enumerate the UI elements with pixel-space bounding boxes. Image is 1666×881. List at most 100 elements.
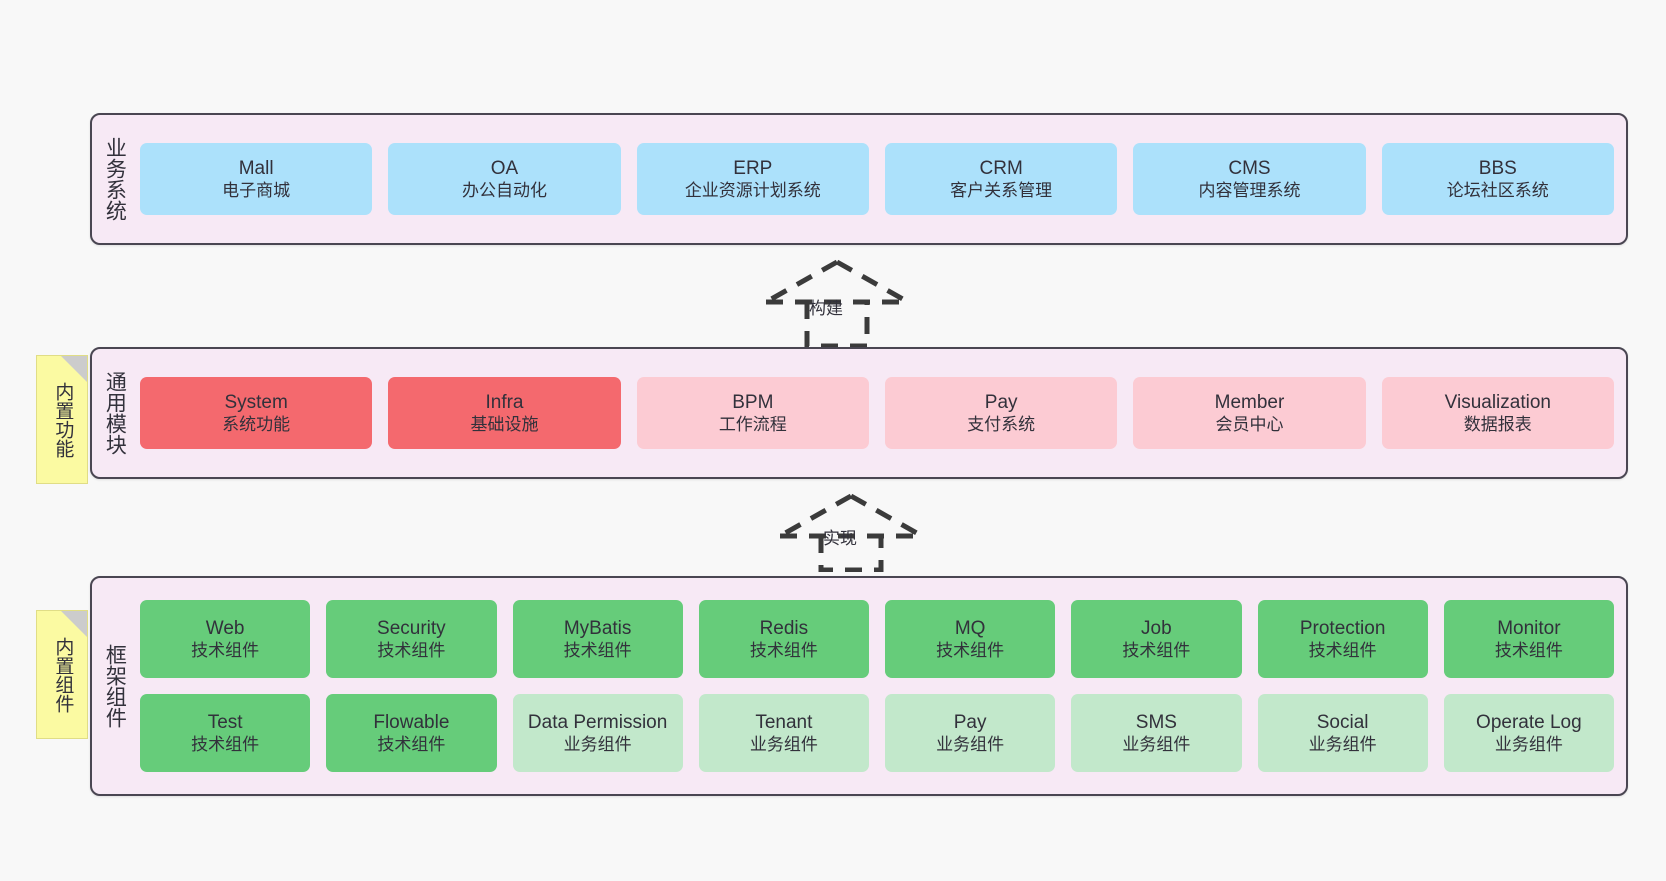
node-erp[interactable]: ERP 企业资源计划系统 (636, 143, 869, 215)
node-title-en: Security (377, 617, 446, 639)
node-title-cn: 业务组件 (749, 735, 818, 755)
node-title-cn: 技术组件 (377, 641, 446, 661)
note-text: 内置组件 (52, 636, 74, 713)
connector-build: 构建 (752, 256, 922, 349)
node-title-en: Redis (759, 617, 809, 639)
node-flowable[interactable]: Flowable 技术组件 (326, 694, 497, 772)
node-title-cn: 内容管理系统 (1198, 181, 1301, 201)
connector-label-build: 构建 (809, 299, 843, 318)
node-title-en: SMS (1135, 711, 1177, 733)
node-title-cn: 技术组件 (191, 641, 260, 661)
node-title-en: Mall (238, 157, 274, 179)
node-test[interactable]: Test 技术组件 (140, 694, 311, 772)
node-row: Web 技术组件 Security 技术组件 MyBatis 技术组件 Redi… (140, 600, 1614, 678)
node-title-cn: 技术组件 (1122, 641, 1191, 661)
node-title-cn: 技术组件 (1494, 641, 1563, 661)
node-social[interactable]: Social 业务组件 (1257, 694, 1428, 772)
layer-body-modules: System 系统功能 Infra 基础设施 BPM 工作流程 Pay 支付系统… (136, 349, 1626, 477)
node-web[interactable]: Web 技术组件 (140, 600, 311, 678)
node-title-cn: 业务组件 (1122, 735, 1191, 755)
node-bbs[interactable]: BBS 论坛社区系统 (1381, 143, 1614, 215)
node-title-en: OA (490, 157, 519, 179)
connector-implement: 实现 (766, 490, 936, 573)
node-title-en: Job (1141, 617, 1172, 639)
node-title-cn: 业务组件 (1494, 735, 1563, 755)
node-title-cn: 业务组件 (563, 735, 632, 755)
node-title-en: Social (1316, 711, 1369, 733)
node-row: Mall 电子商城 OA 办公自动化 ERP 企业资源计划系统 CRM 客户关系… (140, 143, 1614, 215)
node-title-en: Pay (953, 711, 987, 733)
node-title-en: Data Permission (527, 711, 668, 733)
node-title-cn: 支付系统 (967, 415, 1036, 435)
node-visualization[interactable]: Visualization 数据报表 (1381, 377, 1614, 449)
node-pay-component[interactable]: Pay 业务组件 (885, 694, 1056, 772)
node-member[interactable]: Member 会员中心 (1133, 377, 1366, 449)
node-title-cn: 系统功能 (222, 415, 291, 435)
node-row: System 系统功能 Infra 基础设施 BPM 工作流程 Pay 支付系统… (140, 377, 1614, 449)
layer-body-business: Mall 电子商城 OA 办公自动化 ERP 企业资源计划系统 CRM 客户关系… (136, 115, 1626, 243)
node-redis[interactable]: Redis 技术组件 (698, 600, 869, 678)
node-data-permission[interactable]: Data Permission 业务组件 (512, 694, 683, 772)
node-title-cn: 业务组件 (1308, 735, 1377, 755)
layer-title-framework: 框架组件 (103, 644, 127, 728)
node-mybatis[interactable]: MyBatis 技术组件 (512, 600, 683, 678)
node-protection[interactable]: Protection 技术组件 (1257, 600, 1428, 678)
node-title-cn: 工作流程 (718, 415, 787, 435)
node-title-en: ERP (733, 157, 773, 179)
layer-framework-components: 框架组件 Web 技术组件 Security 技术组件 MyBatis 技术组件… (90, 576, 1628, 796)
node-title-cn: 技术组件 (191, 735, 260, 755)
layer-title-business: 业务系统 (103, 137, 127, 221)
node-title-en: CMS (1228, 157, 1271, 179)
node-title-cn: 客户关系管理 (950, 181, 1053, 201)
node-title-en: MyBatis (563, 617, 632, 639)
node-title-cn: 技术组件 (749, 641, 818, 661)
note-text: 内置功能 (52, 381, 74, 458)
node-mall[interactable]: Mall 电子商城 (140, 143, 373, 215)
node-title-cn: 电子商城 (222, 181, 291, 201)
note-builtin-features: 内置功能 (36, 355, 88, 484)
connector-label-implement: 实现 (823, 529, 857, 548)
node-title-cn: 技术组件 (936, 641, 1005, 661)
node-cms[interactable]: CMS 内容管理系统 (1133, 143, 1366, 215)
layer-common-modules: 通用模块 System 系统功能 Infra 基础设施 BPM 工作流程 Pay (90, 347, 1628, 479)
node-title-en: Test (207, 711, 243, 733)
node-operate-log[interactable]: Operate Log 业务组件 (1443, 694, 1614, 772)
node-title-cn: 会员中心 (1215, 415, 1284, 435)
node-pay-module[interactable]: Pay 支付系统 (884, 377, 1118, 449)
node-title-cn: 基础设施 (470, 415, 539, 435)
node-bpm[interactable]: BPM 工作流程 (636, 377, 869, 449)
generalization-arrow-icon (764, 259, 910, 349)
node-sms[interactable]: SMS 业务组件 (1071, 694, 1242, 772)
node-title-cn: 办公自动化 (461, 181, 547, 201)
node-security[interactable]: Security 技术组件 (326, 600, 497, 678)
node-title-en: Visualization (1444, 391, 1551, 413)
node-title-en: Protection (1299, 617, 1386, 639)
node-title-cn: 企业资源计划系统 (684, 181, 821, 201)
layer-body-framework: Web 技术组件 Security 技术组件 MyBatis 技术组件 Redi… (136, 578, 1626, 794)
node-system[interactable]: System 系统功能 (140, 377, 373, 449)
node-title-cn: 技术组件 (1308, 641, 1377, 661)
node-tenant[interactable]: Tenant 业务组件 (698, 694, 869, 772)
node-title-en: CRM (979, 157, 1023, 179)
node-row: Test 技术组件 Flowable 技术组件 Data Permission … (140, 694, 1614, 772)
node-title-en: Tenant (755, 711, 813, 733)
node-title-en: MQ (954, 617, 986, 639)
node-monitor[interactable]: Monitor 技术组件 (1443, 600, 1614, 678)
node-infra[interactable]: Infra 基础设施 (388, 377, 621, 449)
node-title-en: Member (1214, 391, 1285, 413)
node-title-en: BPM (732, 391, 774, 413)
node-mq[interactable]: MQ 技术组件 (885, 600, 1056, 678)
node-title-cn: 业务组件 (936, 735, 1005, 755)
node-crm[interactable]: CRM 客户关系管理 (884, 143, 1118, 215)
node-title-en: BBS (1478, 157, 1517, 179)
node-title-en: System (224, 391, 288, 413)
note-builtin-components: 内置组件 (36, 610, 88, 739)
generalization-arrow-icon (778, 493, 924, 573)
node-oa[interactable]: OA 办公自动化 (388, 143, 621, 215)
node-title-cn: 技术组件 (377, 735, 446, 755)
node-title-en: Flowable (373, 711, 450, 733)
node-title-cn: 数据报表 (1463, 415, 1532, 435)
node-job[interactable]: Job 技术组件 (1071, 600, 1242, 678)
layer-business-system: 业务系统 Mall 电子商城 OA 办公自动化 ERP 企业资源计划系统 CRM (90, 113, 1628, 245)
